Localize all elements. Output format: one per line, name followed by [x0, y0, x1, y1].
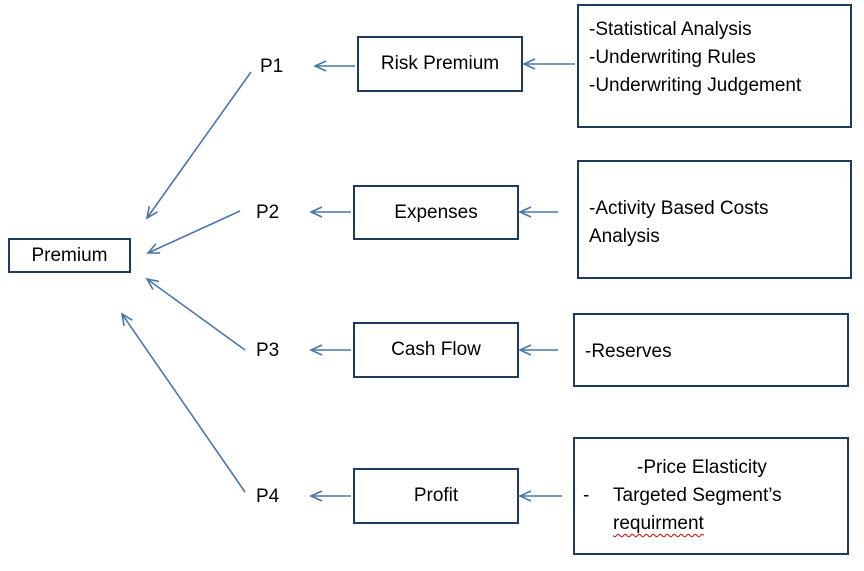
- source-underwriting-rules: -Underwriting Rules: [589, 47, 756, 68]
- p4-label: P4: [256, 486, 280, 507]
- profit-label: Profit: [413, 485, 459, 506]
- arrow-p2-to-premium: [146, 210, 241, 254]
- p3-label: P3: [256, 340, 280, 361]
- source-price-elasticity: -Price Elasticity: [637, 457, 767, 478]
- arrow-p1-to-premium: [145, 71, 252, 220]
- premium-label: Premium: [31, 244, 108, 266]
- risk-premium-sources-box: -Statistical Analysis -Underwriting Rule…: [577, 4, 852, 128]
- source-statistical-analysis: -Statistical Analysis: [589, 19, 752, 40]
- source-requirment: requirment: [613, 513, 704, 534]
- p2-label: P2: [256, 202, 280, 223]
- source-analysis: Analysis: [589, 226, 660, 247]
- expenses-sources-box: -Activity Based Costs Analysis: [577, 160, 852, 279]
- cash-flow-label: Cash Flow: [391, 339, 481, 360]
- risk-premium-box: Risk Premium: [357, 36, 523, 92]
- expenses-box: Expenses: [353, 185, 519, 240]
- source-bullet-dash: -: [583, 485, 590, 506]
- risk-premium-label: Risk Premium: [380, 53, 500, 74]
- source-reserves: -Reserves: [585, 341, 672, 362]
- premium-box: Premium: [8, 238, 131, 273]
- arrow-p3-to-premium: [145, 277, 246, 351]
- source-activity-based-costs: -Activity Based Costs: [589, 198, 769, 219]
- source-targeted-segment: Targeted Segment’s: [613, 485, 782, 506]
- p1-label: P1: [260, 56, 284, 77]
- source-underwriting-judgement: -Underwriting Judgement: [589, 75, 802, 96]
- cash-flow-sources-box: -Reserves: [573, 313, 849, 387]
- cash-flow-box: Cash Flow: [353, 322, 519, 378]
- profit-sources-box: -Price Elasticity - Targeted Segment’s r…: [573, 437, 849, 555]
- profit-box: Profit: [353, 468, 519, 524]
- arrow-p4-to-premium: [120, 312, 246, 493]
- expenses-label: Expenses: [394, 201, 478, 223]
